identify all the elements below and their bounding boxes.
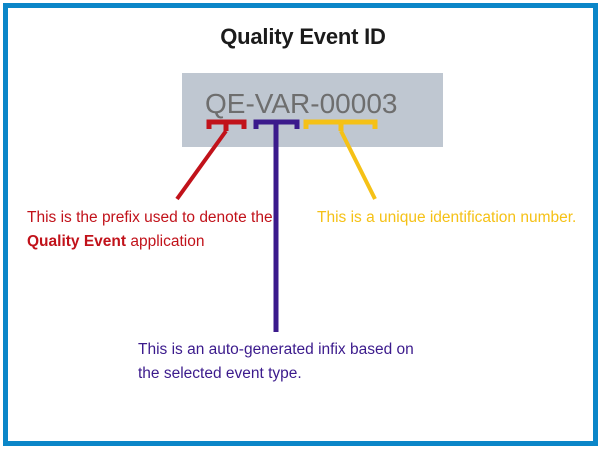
suffix-bracket	[303, 119, 378, 129]
quality-event-id-value: QE-VAR-00003	[205, 88, 398, 119]
infix-bracket	[253, 119, 300, 129]
prefix-annotation-line3: application	[130, 233, 205, 251]
prefix-annotation-text: This is the prefix used to denote the Qu…	[27, 206, 287, 254]
suffix-callout-yellow	[303, 119, 378, 200]
prefix-callout-red	[175, 119, 247, 201]
suffix-annotation-text: This is a unique identification number.	[317, 206, 582, 230]
prefix-annotation-line2-bold: Quality Event	[27, 233, 127, 251]
infix-callout-purple	[253, 119, 300, 332]
infix-annotation-line2: based on the selected event	[138, 341, 414, 383]
prefix-annotation-line2-prefix: denote the	[199, 209, 273, 226]
prefix-bracket	[206, 119, 247, 129]
page-title: Quality Event ID	[220, 24, 386, 49]
suffix-annotation-line1: This is a unique identification	[317, 209, 517, 226]
prefix-annotation-line1: This is the prefix used to	[27, 209, 195, 226]
infix-annotation-line1: This is an auto-generated infix	[138, 341, 346, 358]
suffix-annotation-line2: number.	[520, 209, 577, 226]
suffix-leader-line	[339, 130, 377, 200]
prefix-leader-line	[175, 129, 228, 201]
infix-annotation-line3: type.	[268, 365, 302, 383]
infix-annotation-text: This is an auto-generated infix based on…	[138, 338, 428, 386]
